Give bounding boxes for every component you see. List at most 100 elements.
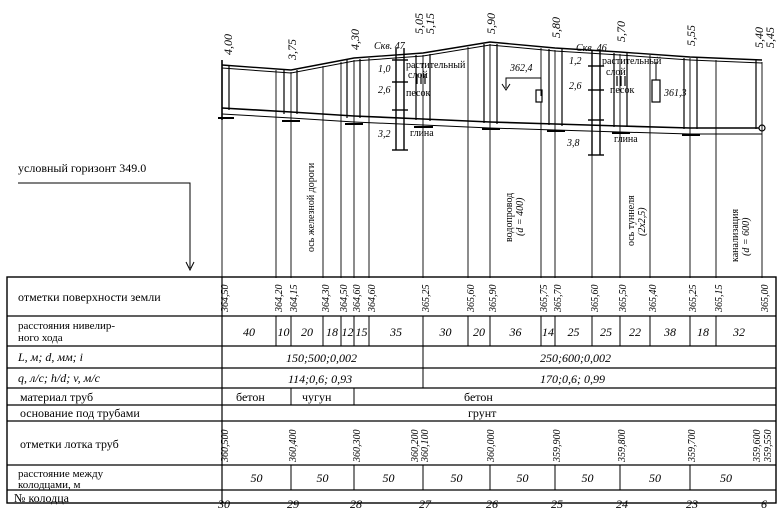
soil-layer: слой: [408, 70, 428, 81]
flow-value: 170;0,6; 0,99: [540, 372, 605, 386]
invert-mark: 360,100: [420, 430, 431, 464]
row-label-distances: ного хода: [18, 332, 63, 344]
top-mark: 5,70: [614, 21, 628, 42]
distance-value: 32: [732, 325, 745, 339]
invert-mark: 360,300: [352, 430, 363, 464]
soil-layer: слой: [606, 67, 626, 78]
top-mark: 3,75: [285, 39, 299, 61]
invert-mark: 360,000: [486, 430, 497, 464]
ground-mark: 364,60: [352, 285, 363, 314]
well-distance-value: 50: [451, 471, 463, 485]
ground-mark: 365,70: [553, 285, 564, 314]
feature-label: (d = 400): [515, 197, 526, 236]
soil-layer: глина: [614, 134, 638, 145]
invert-mark: 359,800: [617, 430, 628, 464]
feature-label: канализация: [730, 209, 741, 262]
well-distance-value: 50: [317, 471, 329, 485]
row-label-distances: расстояния нивелир-: [18, 320, 115, 332]
distance-value: 15: [356, 325, 368, 339]
row-label-material: материал труб: [20, 390, 93, 404]
well-number: 27: [419, 497, 432, 511]
ground-mark: 364,50: [220, 285, 231, 314]
ground-mark: 365,40: [648, 285, 659, 314]
invert-mark: 360,200: [410, 430, 421, 464]
row-label-well-number: № колодца: [14, 491, 70, 505]
datum-label: условный горизонт 349.0: [18, 161, 146, 175]
distance-value: 14: [542, 325, 554, 339]
distance-value: 10: [278, 325, 290, 339]
distance-value: 12: [342, 325, 354, 339]
top-mark: 5,45: [763, 27, 777, 48]
well-number: 23: [686, 497, 698, 511]
top-mark: 4,00: [221, 34, 235, 55]
feature-label: водопровод: [504, 193, 515, 242]
top-mark: 5,15: [423, 13, 437, 34]
row-label-well-distance: колодцами, м: [18, 479, 81, 491]
ground-mark: 365,00: [760, 285, 771, 314]
ground-mark: 364,20: [274, 285, 285, 314]
invert-mark: 359,600: [752, 430, 763, 464]
material-value: бетон: [464, 390, 493, 404]
ground-mark: 364,60: [367, 285, 378, 314]
row-labels: отметки поверхности земли расстояния нив…: [14, 290, 161, 505]
row-label-well-distance: расстояние между: [18, 468, 104, 480]
borehole-depth: 1,0: [378, 64, 391, 75]
feature-label: (2х2,5): [637, 207, 648, 236]
ground-mark: 364,15: [289, 285, 300, 314]
ground-mark: 365,60: [590, 285, 601, 314]
well-number: 24: [616, 497, 628, 511]
flow-value: 114;0,6; 0,93: [288, 372, 352, 386]
distance-value: 18: [326, 325, 338, 339]
well-distance-value: 50: [251, 471, 263, 485]
ground-mark: 365,15: [714, 285, 725, 314]
distance-value: 18: [697, 325, 709, 339]
borehole-depth: 2,6: [378, 85, 391, 96]
distance-value: 38: [663, 325, 676, 339]
material-value: бетон: [236, 390, 265, 404]
material-value: чугун: [302, 390, 332, 404]
ground-mark: 364,50: [339, 285, 350, 314]
ground-mark: 365,60: [466, 285, 477, 314]
soil-layer: растительный: [602, 56, 662, 67]
well-number: 28: [350, 497, 362, 511]
borehole-name: Скв. 47: [374, 41, 406, 52]
borehole-depth: 1,2: [569, 56, 582, 67]
well-distance-value: 50: [383, 471, 395, 485]
top-mark: 5,90: [484, 13, 498, 34]
ground-mark: 365,50: [618, 285, 629, 314]
distance-value: 25: [600, 325, 612, 339]
ground-mark: 365,75: [539, 285, 550, 314]
row-label-ground: отметки поверхности земли: [18, 290, 161, 304]
row-label-base: основание под трубами: [20, 406, 140, 420]
distance-value: 20: [473, 325, 485, 339]
well-distance-value: 50: [582, 471, 594, 485]
ground-mark: 365,25: [421, 285, 432, 314]
borehole-depth: 3,8: [566, 138, 580, 149]
distance-value: 20: [301, 325, 313, 339]
ground-mark: 364,30: [321, 285, 332, 314]
top-mark: 5,80: [549, 17, 563, 38]
invert-mark: 359,700: [687, 430, 698, 464]
borehole-depth: 3,2: [377, 129, 391, 140]
water-level: 362,4: [509, 63, 533, 74]
row-label-flow: q, л/с; h/d; v, м/с: [18, 371, 101, 385]
soil-layer: растительный: [406, 60, 466, 71]
ground-mark: 365,90: [488, 285, 499, 314]
invert-mark: 359,900: [552, 430, 563, 464]
feature-label: (d = 600): [741, 217, 752, 256]
well-distance-value: 50: [517, 471, 529, 485]
well-number: 6: [761, 497, 767, 511]
top-mark: 5,55: [684, 25, 698, 46]
soil-layer: песок: [610, 85, 634, 96]
row-label-invert: отметки лотка труб: [20, 437, 119, 451]
invert-mark: 360,500: [220, 430, 231, 464]
borehole-46: Скв. 46 1,2 2,6 3,8 растительный слой пе…: [566, 43, 662, 149]
invert-mark: 360,400: [288, 430, 299, 464]
top-mark: 5,05: [412, 13, 426, 34]
row-label-params: L, м; d, мм; i: [17, 350, 83, 364]
